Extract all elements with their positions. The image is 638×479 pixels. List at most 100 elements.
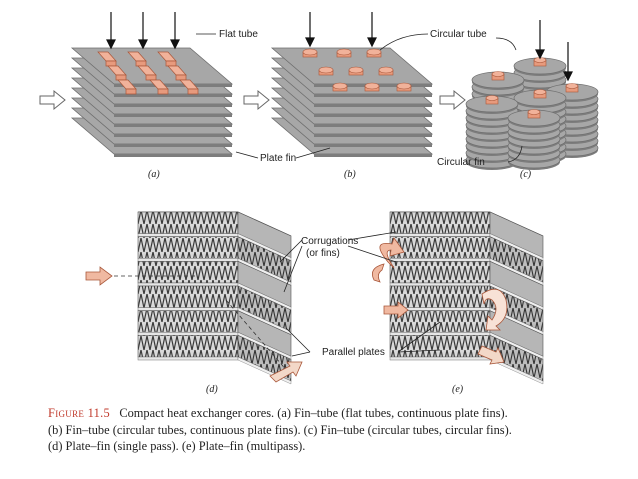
flat-tube-side [157,88,169,95]
plate-stack-b [270,47,434,157]
circular-tubes-b [302,48,412,92]
plate-edge [314,144,432,147]
flat-tube-side [115,74,127,81]
corrugation-layer [137,285,239,308]
plate-edge [314,124,432,127]
parallel-plate [137,307,239,311]
parallel-plate [389,356,491,361]
circular-fin-stacks [465,57,599,170]
flat-tube-side [135,60,147,67]
circular-tube [318,66,334,74]
arrow-down-icon [535,20,573,82]
circular-tube [565,83,579,89]
flat-tubes-a [97,51,199,95]
corrugation-layer [389,335,491,358]
plate-edge [114,104,232,107]
parallel-plate [137,258,239,262]
plate-edge [314,94,432,97]
flat-tube-side [187,88,199,95]
corrugation-layer [389,261,491,284]
corrugation-layer [389,236,491,259]
flat-tube-side [165,60,177,67]
caption-line-3: (d) Plate–fin (single pass). (e) Plate–f… [48,439,306,453]
parallel-plate [389,282,491,287]
label-circular-tube: Circular tube [430,29,487,40]
corrugation-layer [137,236,239,259]
flow-arrow-icon [39,89,66,111]
circular-tube [348,66,364,74]
circular-tube [366,48,382,56]
plate-edge [114,94,232,97]
flat-tube-side [145,74,157,81]
plate-edge [114,124,232,127]
core-c-circular-fin: Circular fin (c) [437,20,599,180]
label-or-fins: (or fins) [306,248,340,259]
corrugation-layer [137,261,239,284]
circular-tube [332,82,348,90]
plate-edge [114,114,232,117]
figure-tag: Figure 11.5 [48,406,111,420]
plate-edge [114,144,232,147]
curved-arrow-icon [481,288,508,331]
parallel-plate [137,233,239,237]
corrugation-layer [389,211,491,234]
plate-stack-a [70,47,234,157]
circular-tube [527,109,541,115]
parallel-plate [137,282,239,287]
circular-tube [378,66,394,74]
plate-edge [314,114,432,117]
plate-edge [314,134,432,137]
sublabel-e: (e) [452,384,464,395]
sublabel-c: (c) [520,169,532,180]
caption-line-1: Figure 11.5 Compact heat exchanger cores… [48,405,618,422]
label-circular-fin: Circular fin [437,157,485,168]
parallel-plate [389,233,491,237]
plate-edge [114,154,232,157]
label-parallel-plates: Parallel plates [322,347,385,358]
core-e-plate-fin-multipass: (e) [371,211,544,395]
flow-arrow-icon [439,89,466,111]
circular-tube [533,89,547,95]
flat-tube-side [105,60,117,67]
corrugation-layer [389,285,491,308]
sublabel-b: (b) [344,169,356,180]
flow-arrow-icon [243,89,270,111]
circular-tube [336,48,352,56]
flat-tube-side [175,74,187,81]
corrugation-layer [137,310,239,333]
label-plate-fin: Plate fin [260,153,296,164]
arrow-down-icon [305,12,377,48]
caption-text-1: Compact heat exchanger cores. (a) Fin–tu… [119,406,508,420]
corrugation-layer [389,310,491,333]
arrow-down-icon [106,12,180,50]
flow-arrow-icon [85,266,113,286]
plate-edge [114,84,232,87]
flow-arrow-icon [383,301,409,319]
circular-tube [302,48,318,56]
leader-lines [279,231,441,357]
sublabel-a: (a) [148,169,160,180]
label-corrugations: Corrugations [301,236,358,247]
circular-tube [485,95,499,101]
curved-arrow-icon [371,263,385,283]
label-flat-tube: Flat tube [219,29,258,40]
sublabel-d: (d) [206,384,218,395]
caption-line-2: (b) Fin–tube (circular tubes, continuous… [48,422,512,437]
circular-tube [364,82,380,90]
plate-edge [314,154,432,157]
flat-tube-side [125,88,137,95]
corrugation-layer [137,211,239,234]
core-b-circular-tube: Circular tube Plate fin (b) [235,12,487,180]
circular-tube [396,82,412,90]
parallel-plate [137,356,239,361]
core-a-flat-tube: Flat tube (a) [39,12,258,180]
plate-edge [314,104,432,107]
parallel-plate [389,332,491,336]
corrugation-layer [137,335,239,358]
plate-edge [114,134,232,137]
figure-caption: Figure 11.5 Compact heat exchanger cores… [48,405,618,455]
parallel-plate [389,258,491,262]
parallel-plate [137,332,239,336]
core-d-plate-fin-single-pass: (d) [85,211,303,395]
flow-arrow-icon [477,345,505,365]
